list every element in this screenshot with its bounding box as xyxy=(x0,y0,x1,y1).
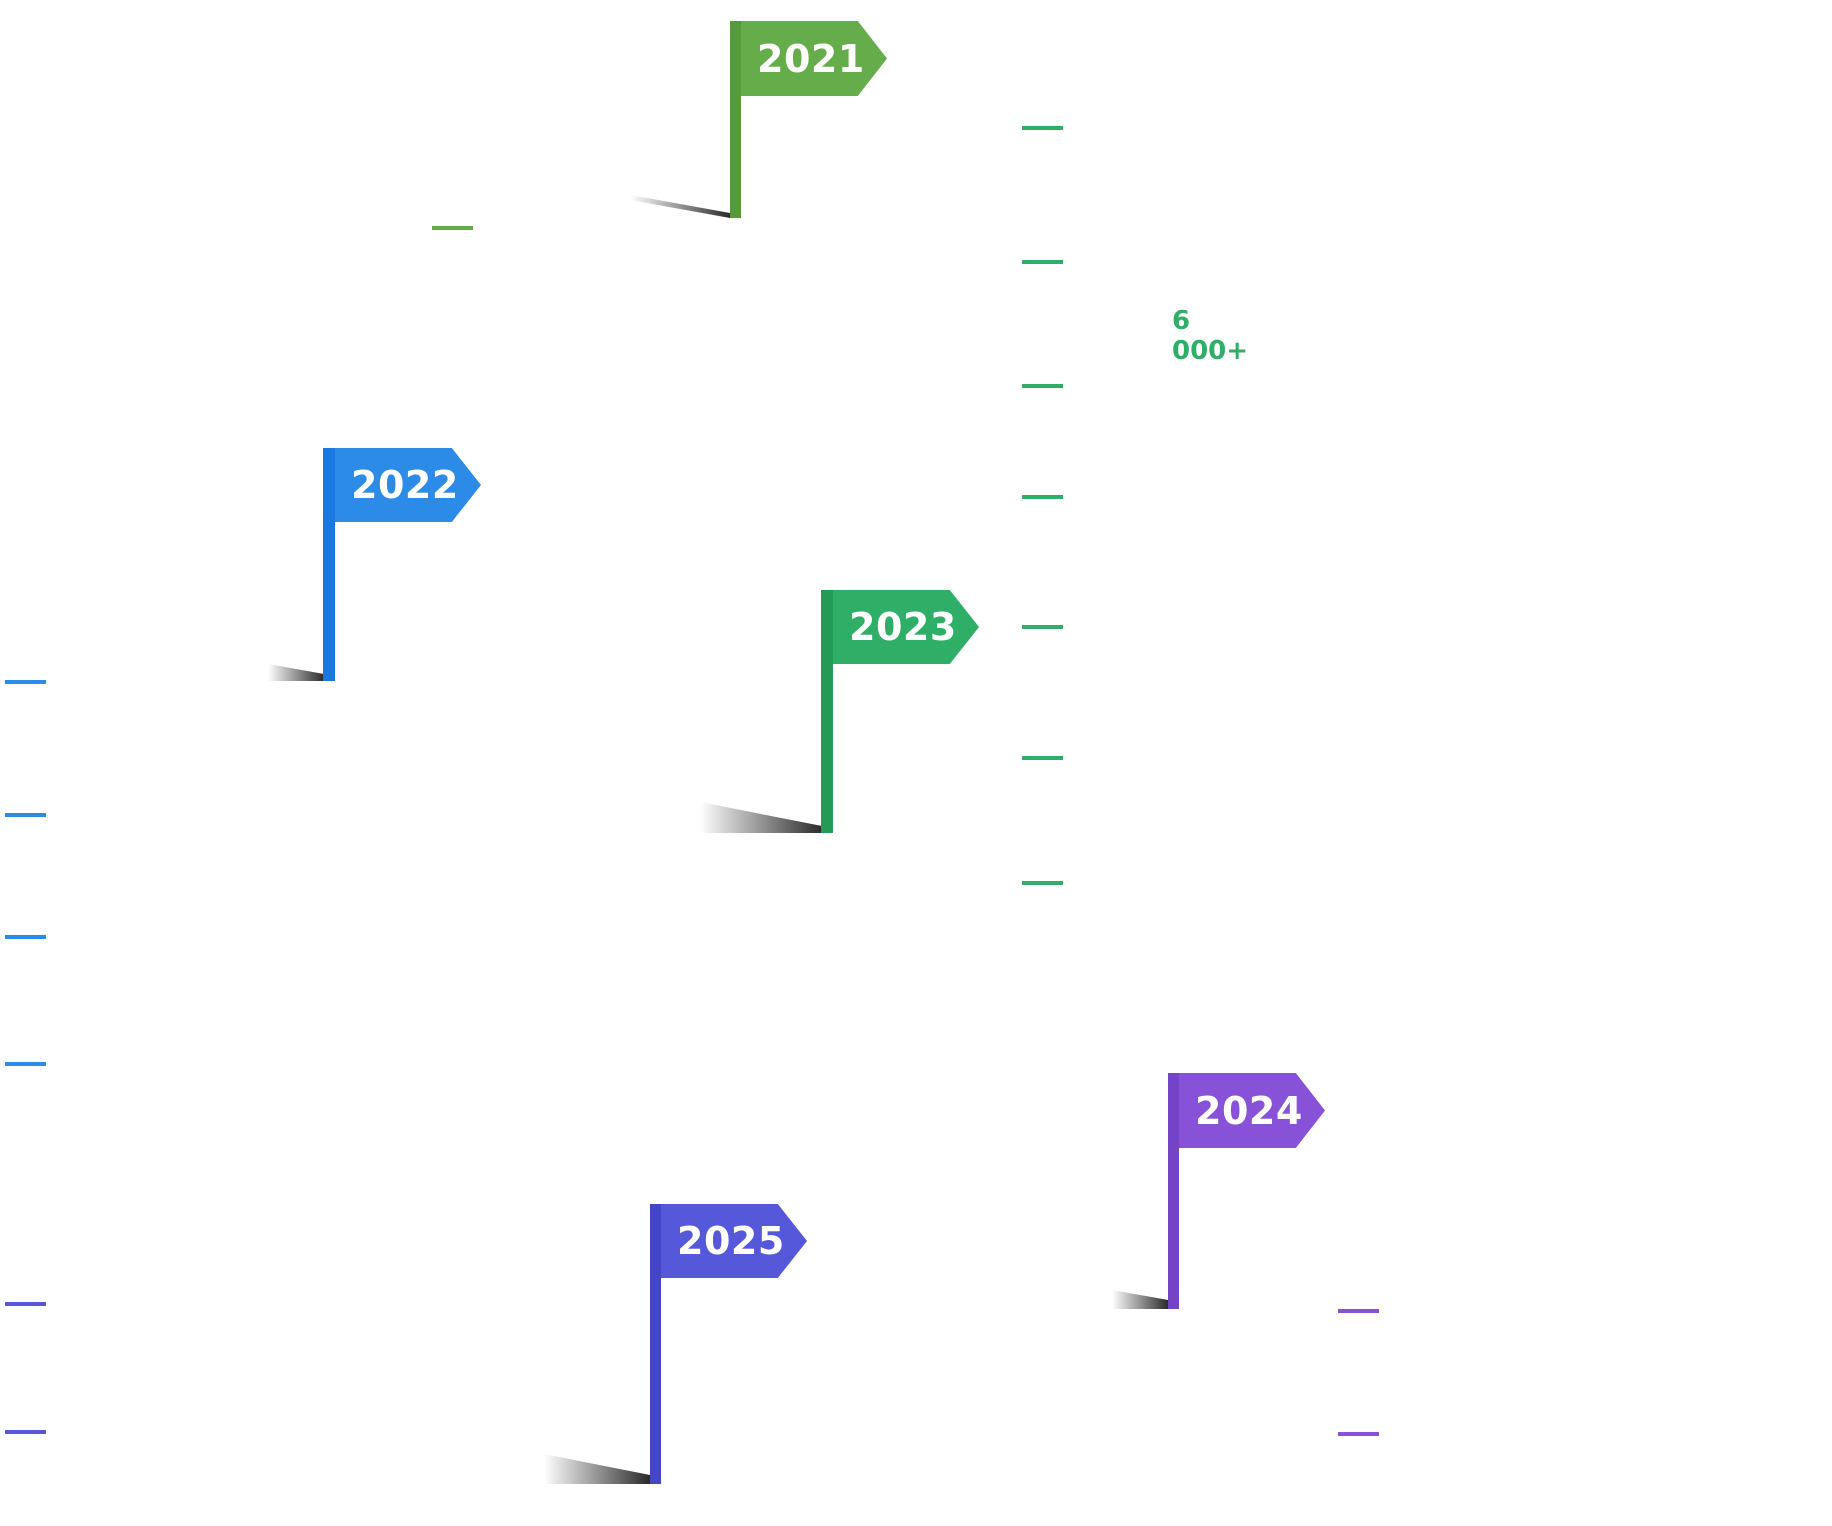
flag-shadow xyxy=(544,1454,650,1484)
year-label: 2022 xyxy=(351,463,459,507)
flag-shadow xyxy=(630,195,730,218)
year-flag: 2023 xyxy=(833,590,979,664)
bullet-dash xyxy=(432,226,473,230)
flag-pole xyxy=(323,448,335,681)
flag-shadow xyxy=(700,802,822,833)
bullet-dash xyxy=(1022,260,1063,264)
year-label: 2023 xyxy=(849,605,957,649)
year-flag: 2025 xyxy=(661,1204,807,1278)
bullet-dash xyxy=(1338,1432,1379,1436)
bullet-dash xyxy=(5,1062,46,1066)
year-flag: 2021 xyxy=(741,21,887,96)
bullet-dash xyxy=(5,935,46,939)
bullet-dash xyxy=(1022,625,1063,629)
flag-pole xyxy=(821,590,833,833)
bullet-dash xyxy=(1022,756,1063,760)
bullet-dash xyxy=(5,1302,46,1306)
year-flag: 2024 xyxy=(1179,1073,1325,1148)
year-label: 2025 xyxy=(677,1219,785,1263)
year-label: 2021 xyxy=(757,36,865,81)
flag-pole xyxy=(730,21,741,218)
bullet-dash xyxy=(5,1430,46,1434)
flag-shadow xyxy=(1112,1290,1168,1309)
year-label: 2024 xyxy=(1195,1088,1303,1133)
year-flag: 2022 xyxy=(335,448,481,522)
bullet-dash xyxy=(1022,384,1063,388)
bullet-dash xyxy=(5,813,46,817)
flag-pole xyxy=(1168,1073,1179,1309)
flag-pole xyxy=(650,1204,661,1484)
bullet-dash xyxy=(1022,126,1063,130)
bullet-dash xyxy=(1338,1309,1379,1313)
bullet-dash xyxy=(5,680,46,684)
stat-value: 6 000+ xyxy=(1172,306,1249,366)
bullet-dash xyxy=(1022,495,1063,499)
bullet-dash xyxy=(1022,881,1063,885)
flag-shadow xyxy=(268,664,324,681)
